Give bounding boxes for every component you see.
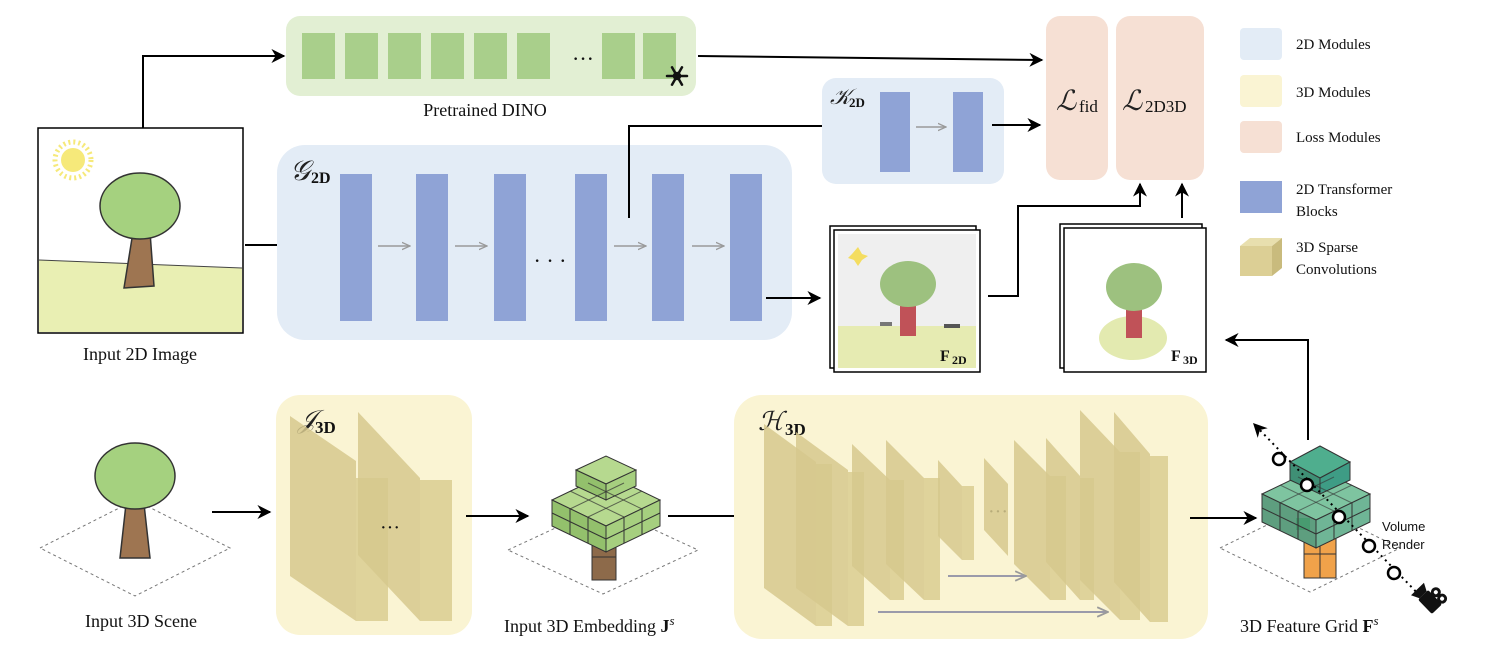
k2d-module: 𝒦 2D [822,78,1004,184]
pretrained-dino-label: Pretrained DINO [423,100,546,120]
g2d-module: 𝒢 2D · · · [277,145,792,340]
loss-fid-symbol: ℒ [1056,84,1077,117]
f2d-subscript: 2D [952,353,967,367]
dino-ellipsis: ··· [572,46,594,71]
voxel-tree-icon [550,455,662,581]
loss-fid-module: ℒ fid [1046,16,1108,180]
input-3d-scene-label: Input 3D Scene [85,611,197,631]
f3d-subscript: 3D [1183,353,1198,367]
feature-grid-3d: Volume Render [1218,422,1448,614]
f3d-label: F [1171,348,1181,365]
legend-loss-modules: Loss Modules [1296,130,1381,146]
f2d-label: F [940,348,950,365]
feature-grid-label: 3D Feature Grid Fs [1240,613,1379,636]
f3d-feature-map: F 3D [1059,223,1207,373]
legend-transformer-line1: 2D Transformer [1296,182,1392,198]
input-3d-embedding [506,455,700,595]
volume-label: Volume [1382,519,1425,534]
loss-2d3d-subscript: 2D3D [1145,97,1187,116]
input-2d-image [37,127,244,334]
loss-2d3d-symbol: ℒ [1122,84,1143,117]
j3d-module: 𝒥 3D ··· [276,395,472,635]
tree-icon [99,172,181,289]
snowflake-icon [665,66,689,86]
h3d-subscript: 3D [785,420,806,439]
sun-icon [52,139,94,181]
sparse-conv-cube-icon [1240,238,1282,276]
f2d-feature-map: F 2D [829,225,981,373]
input-3d-scene [38,442,232,597]
render-label: Render [1382,537,1425,552]
tree-icon [94,442,176,559]
legend-sparse-line1: 3D Sparse [1296,240,1358,256]
loss-2d3d-module: ℒ 2D3D [1116,16,1204,180]
g2d-subscript: 2D [311,170,331,187]
h3d-module: ℋ 3D ··· [734,395,1208,639]
legend: 2D Modules 3D Modules Loss Modules 2D Tr… [1240,28,1392,278]
k2d-subscript: 2D [849,95,865,110]
pretrained-dino-module: ··· [286,16,696,96]
j3d-ellipsis: ··· [380,517,400,539]
j3d-subscript: 3D [315,418,336,437]
loss-fid-subscript: fid [1079,97,1098,116]
legend-3d-modules: 3D Modules [1296,85,1371,101]
g2d-ellipsis: · · · [534,248,567,273]
legend-transformer-line2: Blocks [1296,204,1338,220]
legend-2d-modules: 2D Modules [1296,37,1371,53]
camera-icon [1411,582,1448,614]
legend-sparse-line2: Convolutions [1296,262,1377,278]
input-3d-embedding-label: Input 3D Embedding Js [504,613,675,636]
input-2d-image-label: Input 2D Image [83,344,197,364]
